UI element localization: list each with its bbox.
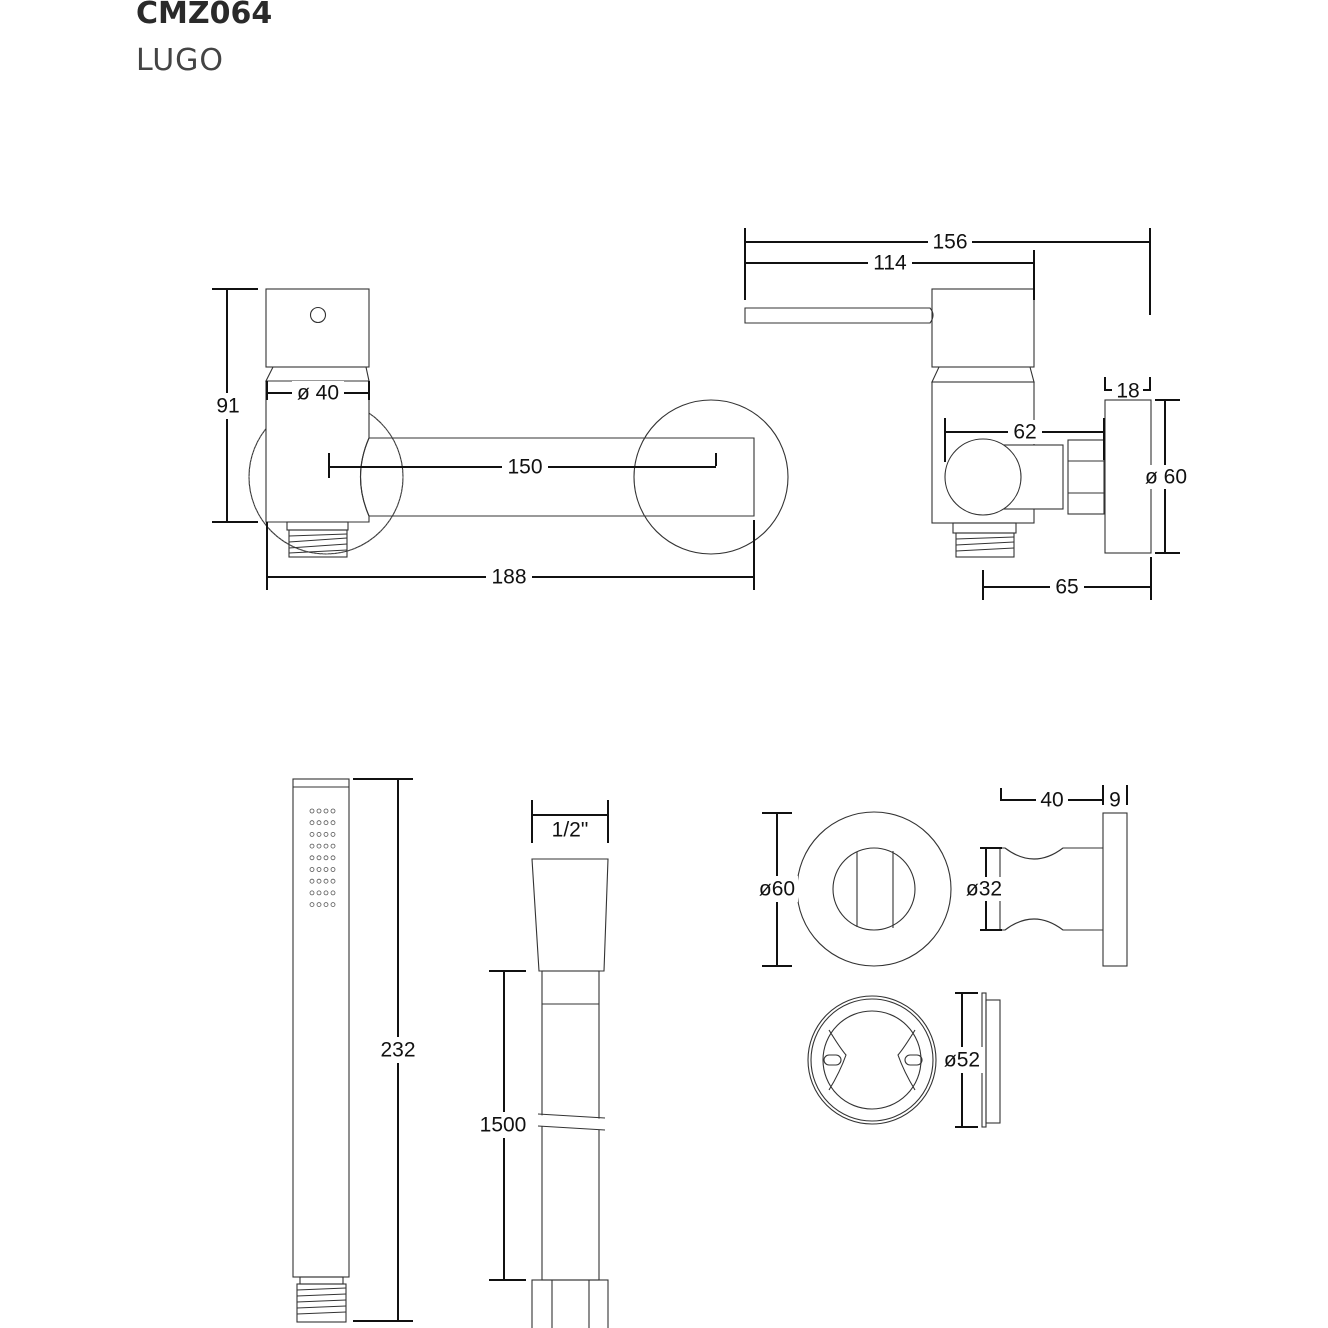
handle-block-side [931,288,1035,368]
bracket-outer-ring [807,995,937,1125]
dim-plate-depth-18: 18 [1116,380,1139,403]
nozzle-hole [330,902,336,907]
dim-plate-diameter: ø 60 [1145,466,1187,489]
nozzle-hole [316,855,322,861]
spout-outlet-circle [633,399,789,555]
mount-slot-left [823,1054,842,1066]
diverter-knob [944,438,1022,516]
spray-nozzles [309,808,336,907]
dim-connector-half-inch: 1/2" [552,819,589,842]
outlet-plate-circle [796,811,952,967]
lever [744,307,934,324]
thread-connector [288,529,348,558]
bracket-side [985,999,1001,1124]
product-code: CMZ064 [136,0,273,31]
nozzle-hole [309,843,315,849]
nozzle-hole [309,820,315,826]
dim-spout-150: 150 [507,456,542,479]
dim-length-1500: 1500 [480,1114,527,1137]
nozzle-hole [323,820,329,826]
wall-outlet: ø60 ø32 40 9 [756,785,1128,967]
hose: 1/2" 1500 [476,800,609,1328]
nozzle-hole [323,890,329,896]
hex-nut [1067,439,1105,515]
nozzle-hole [330,843,336,849]
front-view: 91 ø 40 150 188 [212,288,789,590]
nozzle-hole [309,867,315,872]
mount-slot-right [904,1054,923,1066]
product-name: LUGO [136,43,225,78]
nozzle-hole [309,890,315,896]
handle-block [265,288,370,368]
nozzle-hole [330,878,336,884]
dim-body-diameter: ø32 [966,878,1002,901]
nozzle-hole [323,843,329,849]
side-view: 156 114 18 ø 60 62 65 [744,228,1190,600]
nozzle-hole [330,820,336,826]
mount-bracket: ø52 [807,992,1001,1128]
dim-plate-thickness-9: 9 [1109,789,1121,812]
dim-lever-114: 114 [873,252,907,275]
spout [359,437,755,517]
dim-length-156: 156 [932,231,967,254]
outlet-body-circle [832,847,916,931]
nozzle-hole [316,843,322,849]
dim-handle-diameter: ø 40 [297,382,339,405]
nozzle-hole [316,808,322,814]
nozzle-hole [316,867,322,872]
nozzle-hole [316,878,322,884]
hand-shower: 232 [292,778,420,1323]
dim-62: 62 [1013,421,1036,444]
nozzle-hole [323,832,329,837]
nozzle-hole [323,878,329,884]
nozzle-hole [309,832,315,837]
dim-body-length-40: 40 [1040,789,1063,812]
hand-shower-thread [296,1283,347,1323]
outlet-side-body [999,847,1103,931]
hose-nut [531,1279,609,1328]
dim-height-91: 91 [216,395,239,418]
dim-bracket-diameter: ø52 [944,1049,980,1072]
nozzle-hole [309,878,315,884]
nozzle-hole [330,832,336,837]
dim-width-188: 188 [491,566,526,589]
nozzle-hole [316,820,322,826]
nozzle-hole [330,890,336,896]
nozzle-hole [316,890,322,896]
hand-shower-body [292,778,350,1278]
nozzle-hole [309,902,315,907]
nozzle-hole [323,808,329,814]
nozzle-hole [330,867,336,872]
hose-cone [531,858,609,972]
nozzle-hole [309,808,315,814]
nozzle-hole [316,902,322,907]
outlet-side-plate [1102,812,1128,967]
handle-collar [265,366,370,382]
nozzle-hole [316,832,322,837]
nozzle-hole [330,855,336,861]
dim-outlet-plate-diameter: ø60 [759,878,795,901]
nozzle-hole [330,808,336,814]
dim-length-232: 232 [380,1039,415,1062]
nozzle-hole [323,867,329,872]
nozzle-hole [323,855,329,861]
bracket-inner-ring [822,1010,922,1110]
nozzle-hole [323,902,329,907]
indicator-dot [309,306,327,324]
dim-65: 65 [1055,576,1078,599]
nozzle-hole [309,855,315,861]
